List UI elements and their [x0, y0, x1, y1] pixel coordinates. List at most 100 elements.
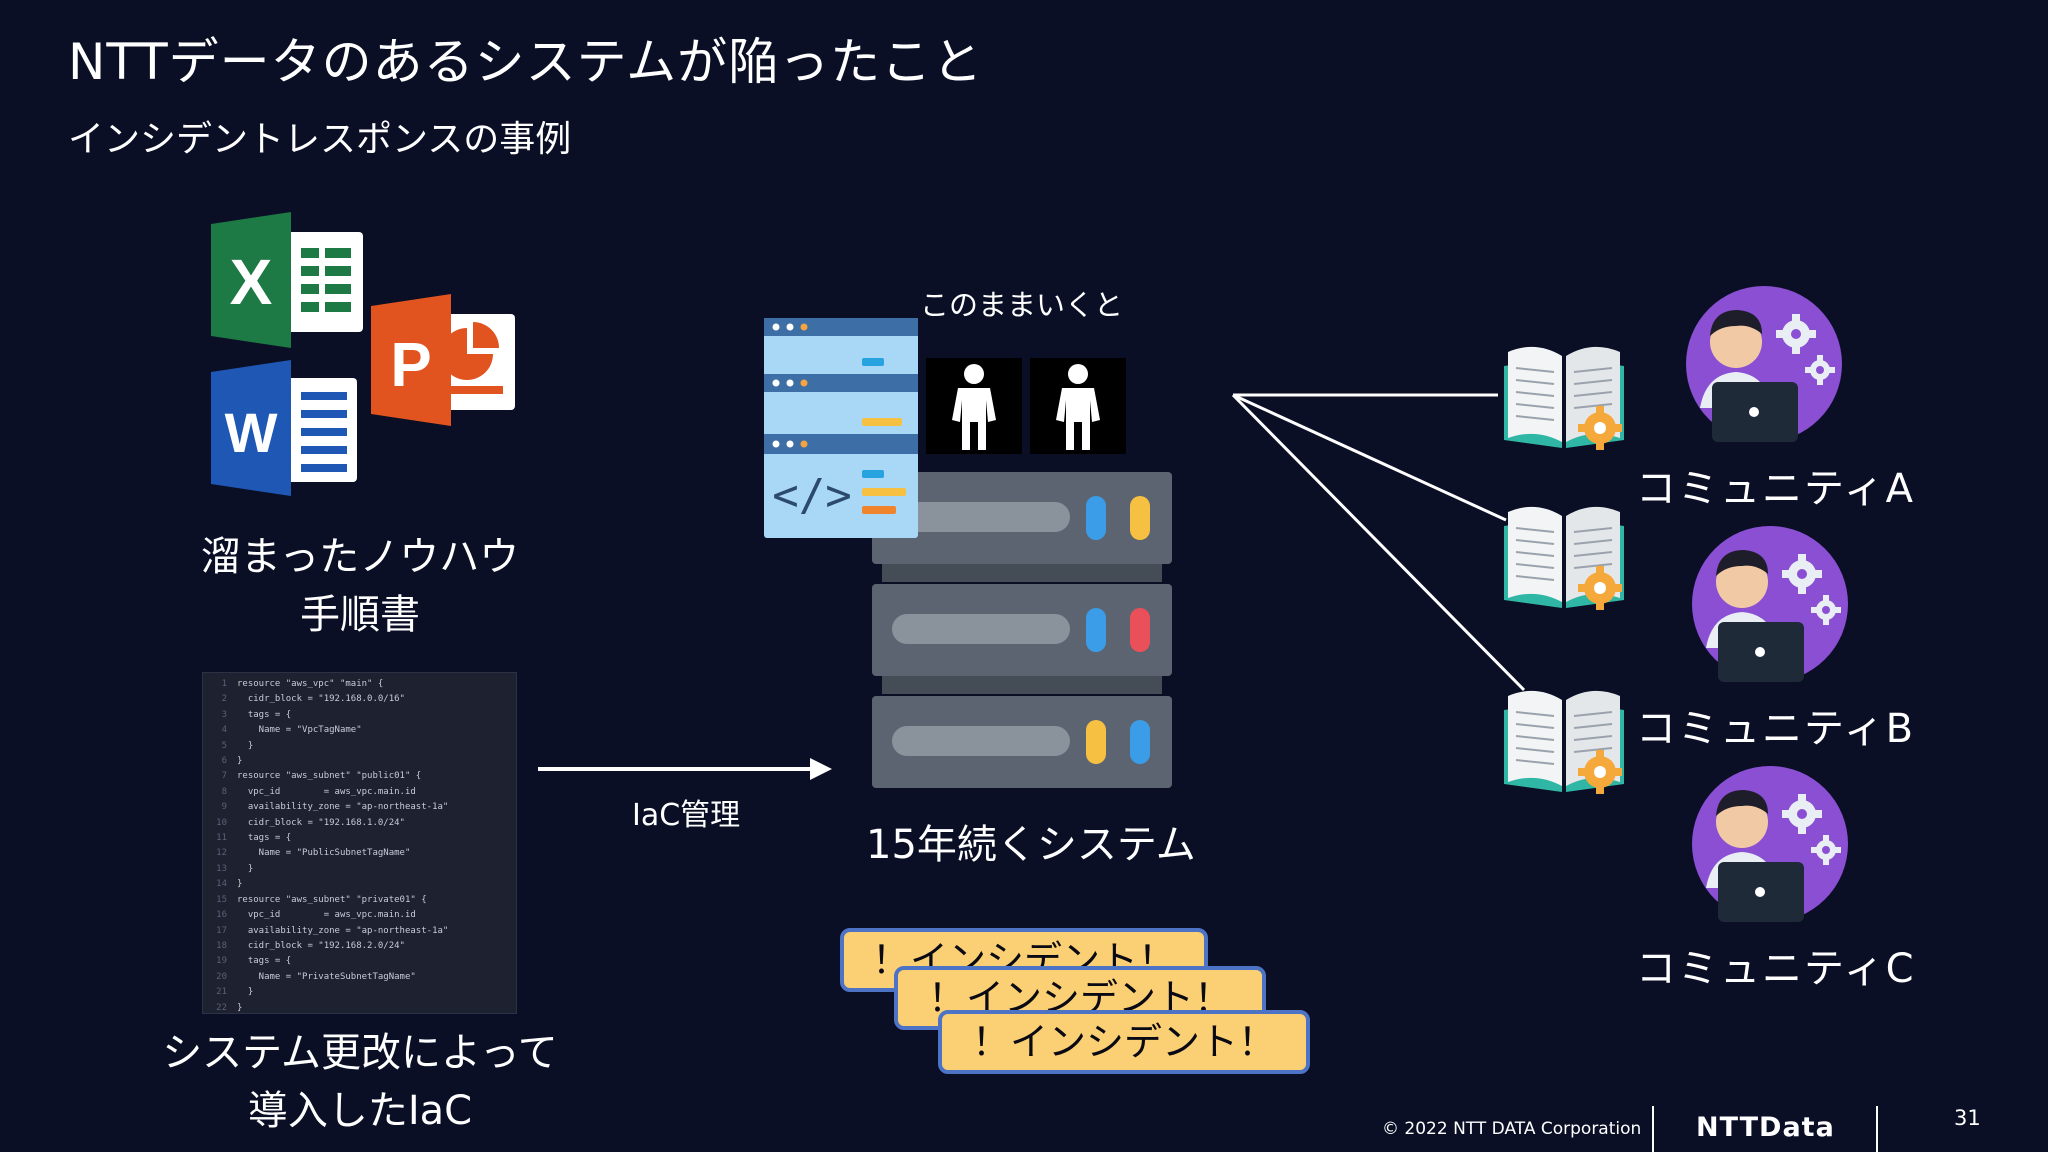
- code-text: }: [237, 879, 243, 890]
- code-line: 22}: [203, 1001, 516, 1013]
- book-gear-icon: [1503, 689, 1625, 795]
- code-line: 15 resource "aws_subnet" "private01" {: [203, 893, 516, 908]
- code-text: }: [237, 756, 243, 767]
- code-text: Name = "VpcTagName": [237, 725, 362, 736]
- office-icons: X P W: [211, 212, 515, 496]
- avatar-laptop-icon: [1692, 766, 1848, 922]
- incident-badge: ！インシデント！: [938, 1010, 1310, 1074]
- line-number: 22: [216, 1002, 227, 1013]
- code-text: tags = {: [237, 833, 292, 844]
- footer-separator: [1652, 1106, 1654, 1152]
- svg-text:P: P: [390, 331, 431, 400]
- code-text: tags = {: [237, 956, 292, 967]
- powerpoint-icon: P: [371, 294, 515, 426]
- code-text: cidr_block = "192.168.0.0/16": [237, 694, 405, 705]
- line-number: 11: [216, 833, 227, 844]
- person-icon: [1030, 358, 1126, 454]
- community-b-label: コミュニティB: [1636, 706, 1916, 752]
- system-label: 15年続くシステム: [866, 822, 1196, 868]
- code-text: vpc_id = aws_vpc.main.id: [237, 910, 416, 921]
- iac-arrow: [538, 758, 832, 780]
- code-text: }: [237, 863, 254, 874]
- code-line: 11 tags = {: [203, 831, 516, 846]
- svg-text:X: X: [230, 246, 273, 318]
- line-number: 13: [216, 863, 227, 874]
- code-line: 16 vpc_id = aws_vpc.main.id: [203, 908, 516, 923]
- people-caption: このままいくと: [920, 288, 1124, 322]
- line-number: 5: [221, 740, 227, 751]
- code-text: availability_zone = "ap-northeast-1a": [237, 925, 449, 936]
- iac-code-screenshot: 1 resource "aws_vpc" "main" { 2 cidr_block…: [202, 672, 517, 1014]
- code-line: 14}: [203, 877, 516, 892]
- line-number: 15: [216, 894, 227, 905]
- page-subtitle: インシデントレスポンスの事例: [68, 119, 572, 160]
- code-text: tags = {: [237, 709, 292, 720]
- code-text: Name = "PrivateSubnetTagName": [237, 971, 416, 982]
- word-icon: W: [211, 360, 357, 496]
- line-number: 12: [216, 848, 227, 859]
- code-line: 13 }: [203, 862, 516, 877]
- line-number: 2: [221, 694, 227, 705]
- line-number: 9: [221, 802, 227, 813]
- line-number: 21: [216, 987, 227, 998]
- code-line: 20 Name = "PrivateSubnetTagName": [203, 970, 516, 985]
- ntt-data-logo: NTTData: [1696, 1112, 1835, 1143]
- line-number: 17: [216, 925, 227, 936]
- code-text: }: [237, 1002, 243, 1013]
- code-line: 3 tags = {: [203, 708, 516, 723]
- code-line: 21 }: [203, 985, 516, 1000]
- page-number: 31: [1954, 1106, 1981, 1130]
- iac-management-label: IaC管理: [632, 798, 741, 833]
- code-text: cidr_block = "192.168.2.0/24": [237, 940, 405, 951]
- person-icon: [926, 358, 1022, 454]
- code-line: 6}: [203, 754, 516, 769]
- footer-separator: [1876, 1106, 1878, 1152]
- line-number: 18: [216, 940, 227, 951]
- distribution-lines: [1231, 393, 1526, 692]
- code-line: 9 availability_zone = "ap-northeast-1a": [203, 800, 516, 815]
- code-text: Name = "PublicSubnetTagName": [237, 848, 411, 859]
- code-line: 1 resource "aws_vpc" "main" {: [203, 677, 516, 692]
- code-text: resource "aws_vpc" "main" {: [237, 679, 384, 689]
- svg-text:</>: </>: [772, 470, 851, 521]
- code-text: }: [237, 987, 254, 998]
- code-line: 4 Name = "VpcTagName": [203, 723, 516, 738]
- code-line: 2 cidr_block = "192.168.0.0/16": [203, 692, 516, 707]
- iac-label-line1: システム更改によって: [162, 1030, 558, 1076]
- line-number: 4: [221, 725, 227, 736]
- avatar-laptop-icon: [1692, 526, 1848, 682]
- code-line: 19 tags = {: [203, 954, 516, 969]
- code-text: }: [237, 740, 254, 751]
- community-a-label: コミュニティA: [1636, 466, 1915, 512]
- svg-text:W: W: [225, 401, 278, 464]
- code-line: 5 }: [203, 739, 516, 754]
- code-line: 7 resource "aws_subnet" "public01" {: [203, 769, 516, 784]
- line-number: 6: [221, 756, 227, 767]
- community-c-label: コミュニティC: [1636, 946, 1916, 992]
- line-number: 16: [216, 910, 227, 921]
- knowhow-label-line2: 手順書: [300, 592, 420, 638]
- code-line: 17 availability_zone = "ap-northeast-1a": [203, 924, 516, 939]
- copyright: © 2022 NTT DATA Corporation: [1382, 1119, 1642, 1139]
- excel-icon: X: [211, 212, 363, 348]
- page-title: NTTデータのあるシステムが陥ったこと: [68, 33, 984, 91]
- code-text: availability_zone = "ap-northeast-1a": [237, 802, 449, 813]
- avatar-laptop-icon: [1686, 286, 1842, 442]
- line-number: 19: [216, 956, 227, 967]
- line-number: 14: [216, 879, 227, 890]
- code-text: cidr_block = "192.168.1.0/24": [237, 817, 405, 828]
- line-number: 8: [221, 786, 227, 797]
- code-line: 18 cidr_block = "192.168.2.0/24": [203, 939, 516, 954]
- book-gear-icon: [1503, 345, 1625, 451]
- code-text: resource "aws_subnet" "public01" {: [237, 771, 422, 782]
- server-icon: [872, 472, 1172, 788]
- code-line: 12 Name = "PublicSubnetTagName": [203, 846, 516, 861]
- code-line: 10 cidr_block = "192.168.1.0/24": [203, 816, 516, 831]
- code-text: resource "aws_subnet" "private01" {: [237, 894, 427, 905]
- line-number: 1: [221, 679, 227, 689]
- code-line: 8 vpc_id = aws_vpc.main.id: [203, 785, 516, 800]
- line-number: 10: [216, 817, 227, 828]
- line-number: 7: [221, 771, 227, 782]
- line-number: 3: [221, 709, 227, 720]
- code-text: vpc_id = aws_vpc.main.id: [237, 786, 416, 797]
